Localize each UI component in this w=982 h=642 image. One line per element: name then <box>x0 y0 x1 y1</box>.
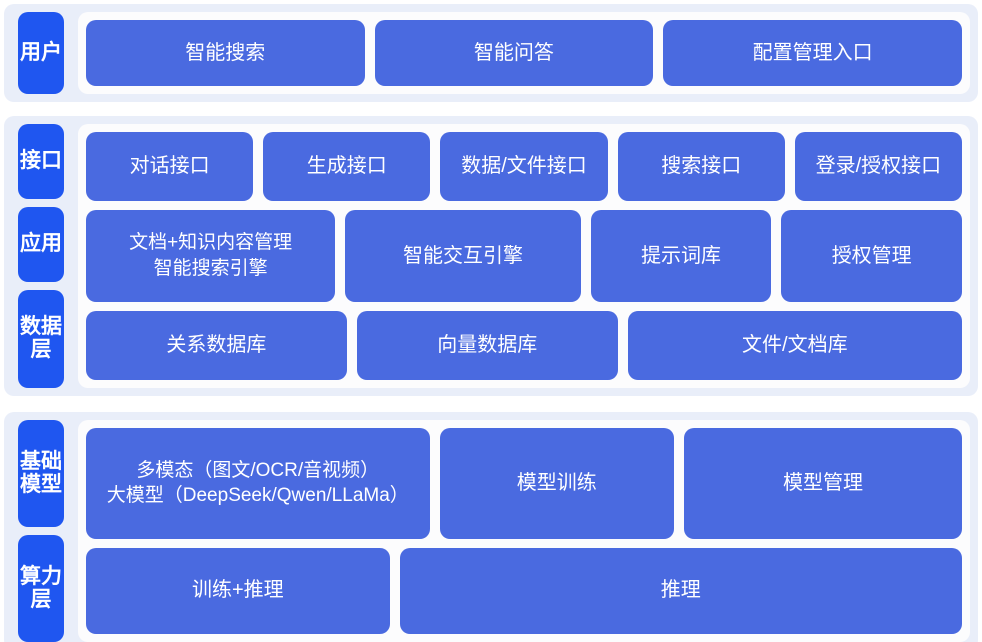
layer-content-user: 智能搜索 智能问答 配置管理入口 <box>78 12 970 94</box>
box-training-and-inference[interactable]: 训练+推理 <box>86 547 390 634</box>
box-model-training[interactable]: 模型训练 <box>439 428 674 539</box>
side-label-data-layer: 数据层 <box>18 290 64 388</box>
side-label-interface: 接口 <box>18 124 64 200</box>
layer-row-applications: 文档+知识内容管理 智能搜索引擎 智能交互引擎 提示词库 授权管理 <box>86 209 962 303</box>
box-smart-qa[interactable]: 智能问答 <box>374 20 654 86</box>
layer-row-data-stores: 关系数据库 向量数据库 文件/文档库 <box>86 311 962 381</box>
box-doc-knowledge-management[interactable]: 文档+知识内容管理 智能搜索引擎 <box>86 209 336 303</box>
box-dialog-interface[interactable]: 对话接口 <box>86 132 254 201</box>
layer-panel-platform: 接口 应用 数据层 对话接口 生成接口 数据/文件接口 搜索接口 登录/授权接口… <box>4 116 978 396</box>
box-vector-database[interactable]: 向量数据库 <box>356 311 618 381</box>
box-relational-database[interactable]: 关系数据库 <box>86 311 347 381</box>
box-file-document-store[interactable]: 文件/文档库 <box>627 311 962 381</box>
layer-row-interfaces: 对话接口 生成接口 数据/文件接口 搜索接口 登录/授权接口 <box>86 132 963 201</box>
side-label-compute-layer: 算力层 <box>18 535 64 642</box>
layer-panel-user: 用户 智能搜索 智能问答 配置管理入口 <box>4 4 978 102</box>
side-label-column-platform: 接口 应用 数据层 <box>4 116 70 396</box>
box-inference[interactable]: 推理 <box>399 547 962 634</box>
box-smart-search[interactable]: 智能搜索 <box>86 20 365 86</box>
box-search-interface[interactable]: 搜索接口 <box>617 132 785 201</box>
layer-content-infra: 多模态（图文/OCR/音视频） 大模型（DeepSeek/Qwen/LLaMa）… <box>78 420 970 642</box>
box-prompt-library[interactable]: 提示词库 <box>590 209 772 303</box>
side-label-column-user: 用户 <box>4 4 70 102</box>
side-label-application: 应用 <box>18 207 64 283</box>
box-generation-interface[interactable]: 生成接口 <box>263 132 431 201</box>
side-label-foundation-model: 基础模型 <box>18 420 64 527</box>
side-label-column-infra: 基础模型 算力层 <box>4 412 70 642</box>
layer-row-user-entries: 智能搜索 智能问答 配置管理入口 <box>86 20 962 86</box>
box-authorization-management[interactable]: 授权管理 <box>781 209 962 303</box>
layer-row-compute: 训练+推理 推理 <box>86 547 962 634</box>
layer-panel-infra: 基础模型 算力层 多模态（图文/OCR/音视频） 大模型（DeepSeek/Qw… <box>4 412 978 642</box>
layer-content-platform: 对话接口 生成接口 数据/文件接口 搜索接口 登录/授权接口 文档+知识内容管理… <box>78 124 970 388</box>
box-multimodal-large-model[interactable]: 多模态（图文/OCR/音视频） 大模型（DeepSeek/Qwen/LLaMa） <box>86 428 430 539</box>
box-smart-interaction-engine[interactable]: 智能交互引擎 <box>345 209 581 303</box>
layer-row-foundation-models: 多模态（图文/OCR/音视频） 大模型（DeepSeek/Qwen/LLaMa）… <box>86 428 962 539</box>
box-data-file-interface[interactable]: 数据/文件接口 <box>440 132 608 201</box>
box-login-auth-interface[interactable]: 登录/授权接口 <box>794 132 963 201</box>
side-label-user: 用户 <box>18 12 64 94</box>
box-config-management-entry[interactable]: 配置管理入口 <box>663 20 962 86</box>
box-model-management[interactable]: 模型管理 <box>683 428 962 539</box>
